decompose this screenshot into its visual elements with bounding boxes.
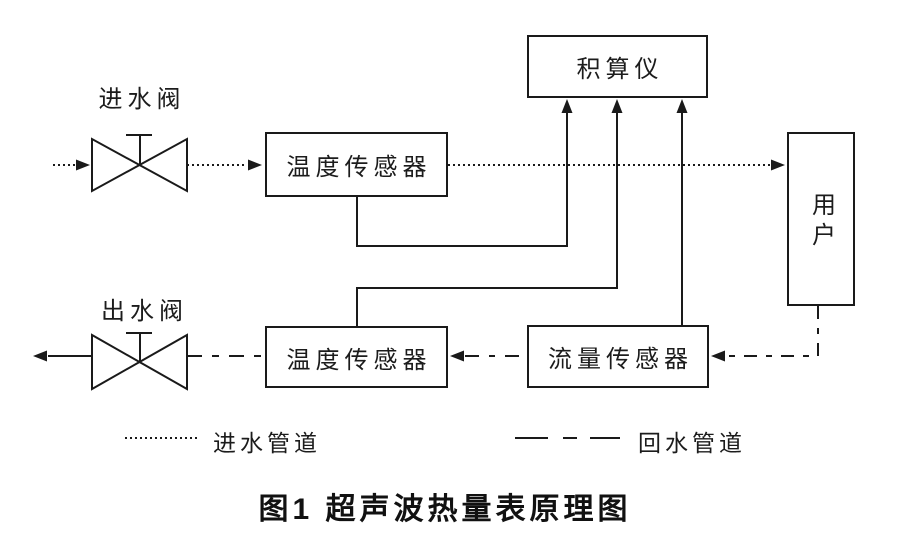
arrow-left-icon — [711, 350, 725, 362]
inlet-valve-symbol — [137, 137, 188, 193]
inlet-valve-stem — [126, 134, 152, 165]
legend-inlet-pipe-label: 进水管道 — [213, 431, 321, 456]
flow-sensor-label: 流量传感器 — [548, 347, 693, 373]
arrow-up-icon — [676, 99, 688, 113]
flow-sensor-box: 流量传感器 — [527, 325, 709, 388]
wire-temp-bottom-to-integrator — [356, 104, 618, 326]
inlet-valve-label: 进水阀 — [98, 86, 186, 113]
outlet-valve-stem — [126, 332, 152, 362]
wire-temp-top-to-integrator — [356, 104, 568, 247]
arrow-left-icon — [33, 350, 47, 362]
temp-sensor-top-label: 温度传感器 — [286, 155, 432, 181]
temp-sensor-bottom-box: 温度传感器 — [265, 326, 448, 388]
temp-sensor-bottom-label: 温度传感器 — [286, 347, 432, 374]
arrow-right-icon — [248, 159, 262, 171]
outlet-valve-symbol — [91, 333, 142, 391]
arrow-right-icon — [76, 159, 90, 171]
arrow-up-icon — [611, 99, 623, 113]
figure-caption: 图1 超声波热量表原理图 — [258, 493, 632, 526]
legend-return-pipe-label: 回水管道 — [638, 431, 746, 456]
inlet-valve-symbol — [91, 137, 142, 193]
return-pipe-segment-4 — [726, 306, 819, 357]
arrow-left-icon — [450, 350, 464, 362]
integrator-box: 积算仪 — [527, 35, 708, 98]
arrow-up-icon — [561, 99, 573, 113]
user-box: 用户 — [787, 132, 855, 306]
outlet-valve-symbol — [137, 333, 188, 391]
user-label: 用户 — [807, 192, 834, 252]
outlet-valve-label: 出水阀 — [101, 298, 188, 325]
arrow-right-icon — [771, 159, 785, 171]
temp-sensor-top-box: 温度传感器 — [265, 132, 448, 197]
integrator-label: 积算仪 — [576, 57, 664, 83]
